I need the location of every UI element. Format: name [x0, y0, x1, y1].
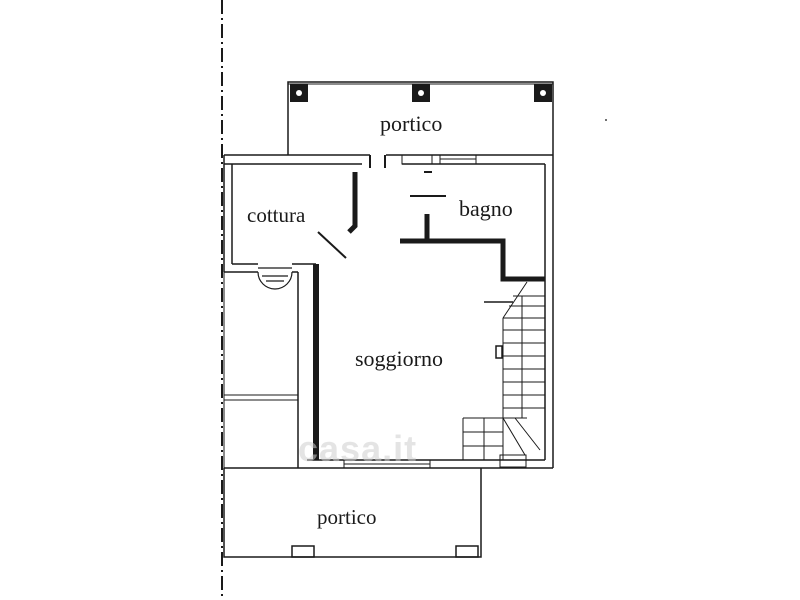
room-label-portico-top: portico: [380, 111, 443, 136]
room-label-portico-bottom: portico: [317, 505, 377, 529]
staircase: [462, 281, 545, 460]
bathroom-walls: [400, 171, 545, 282]
kitchen-partition: [317, 172, 358, 259]
door-handle: [495, 345, 503, 359]
portico-pillars-bottom: [291, 545, 479, 558]
room-label-cottura: cottura: [247, 203, 306, 227]
bottom-window: [343, 454, 527, 469]
top-window: [401, 154, 477, 165]
room-label-soggiorno: soggiorno: [355, 346, 443, 371]
kitchen-window: [257, 267, 293, 290]
room-label-bagno: bagno: [459, 196, 513, 221]
watermark-logo: casa.it: [298, 428, 418, 469]
bottom-portico: [223, 467, 482, 558]
left-annex: [223, 272, 298, 556]
